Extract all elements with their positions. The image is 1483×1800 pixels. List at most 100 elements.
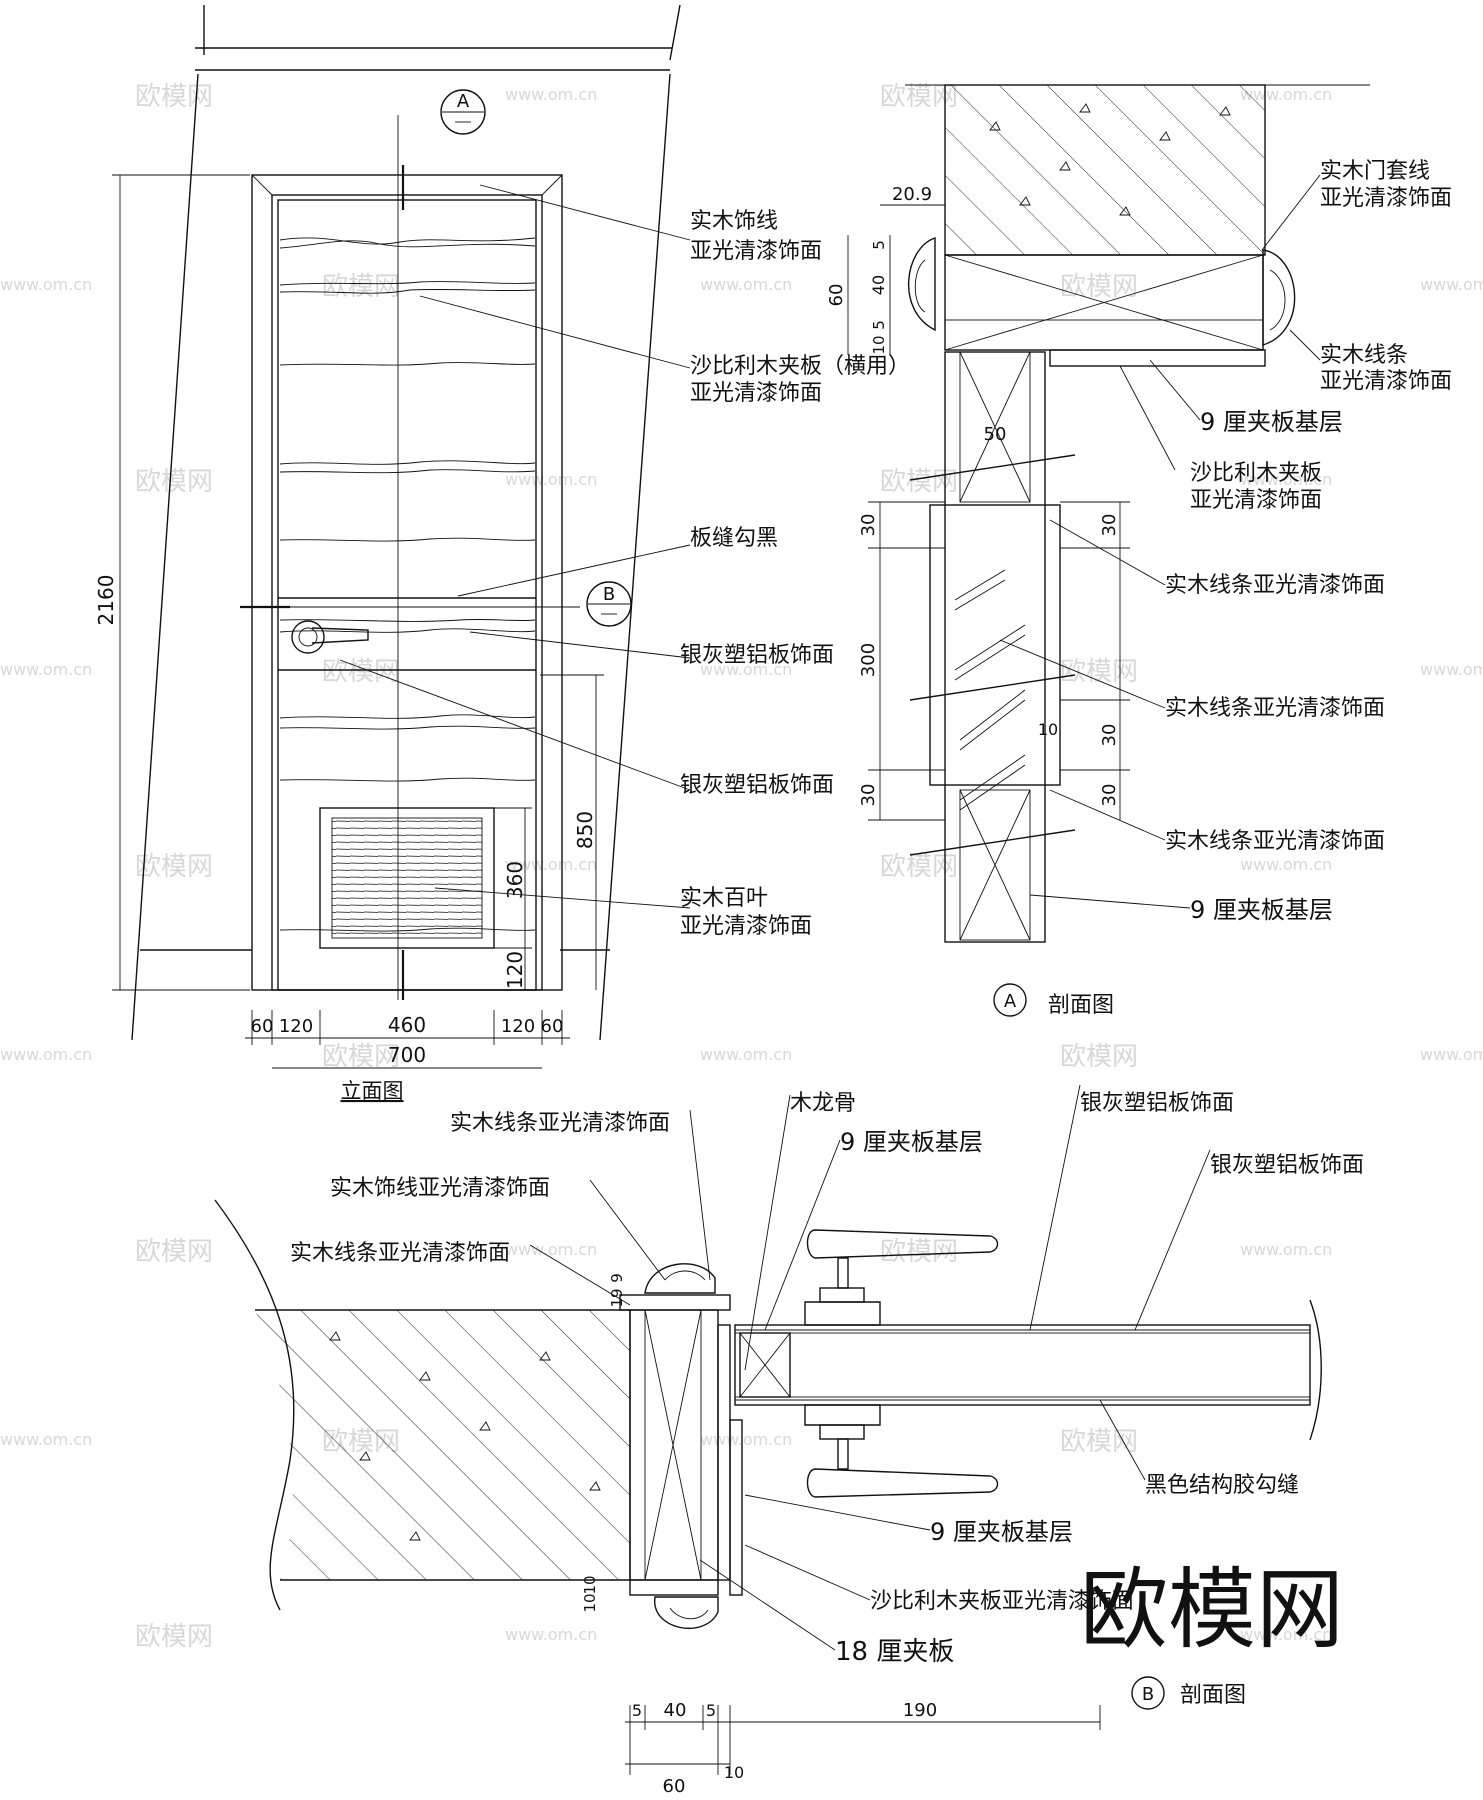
break-line (909, 454, 1076, 481)
section-a-title-text: 剖面图 (1048, 993, 1114, 1018)
dim-b-190: 190 (903, 1700, 937, 1721)
dim-a-right-10: 10 (1038, 720, 1058, 739)
leader-line (419, 295, 691, 369)
lever-handle-icon (804, 1229, 999, 1326)
leader-line (469, 631, 691, 659)
watermark-text: 欧模网 (1060, 272, 1138, 302)
label-aluminium-panel: 银灰塑铝板饰面 (1080, 1091, 1234, 1116)
section-b-bubble (1131, 1676, 1165, 1710)
label-9mm-ply: 9 厘夹板基层 (930, 1518, 1073, 1546)
leader-line (479, 184, 691, 241)
break-line (909, 674, 1076, 701)
watermark-url: www.om.cn (505, 1625, 597, 1644)
label-matte-varnish: 亚光清漆饰面 (1190, 488, 1322, 513)
leader-line (1149, 359, 1201, 421)
watermark-text: 欧模网 (322, 657, 400, 687)
watermark-text: 欧模网 (880, 852, 958, 882)
leader-line (999, 639, 1166, 709)
label-sapele-plywood: 沙比利木夹板（横用） (690, 354, 910, 379)
leader-line (1029, 1084, 1081, 1331)
dim-right-stile: 120 (501, 1016, 535, 1037)
section-b-title-letter: B (1142, 1684, 1154, 1705)
watermark-text: 欧模网 (135, 1237, 213, 1267)
watermark-large: 欧模网 (1080, 1558, 1344, 1661)
leader-line (1119, 365, 1176, 471)
section-b-title-text: 剖面图 (1180, 1683, 1246, 1708)
dim-a-right-30b: 30 (1099, 724, 1120, 747)
dim-a-40: 40 (869, 275, 888, 295)
wood-grain (914, 259, 926, 313)
door-leaf (734, 1324, 1311, 1406)
dim-a-left-30: 30 (858, 514, 879, 537)
trim-molding-top (644, 1263, 716, 1294)
louver-slat (954, 579, 1026, 811)
watermark-url: www.om.cn (1420, 660, 1483, 679)
door-elevation: A B 2160 850 360 120 60 120 460 (94, 4, 910, 1103)
leader-line (1261, 174, 1321, 251)
label-matte-varnish: 亚光清漆饰面 (1320, 369, 1452, 394)
dim-a-5: 5 (870, 240, 888, 250)
dim-b-10a: 10 (581, 1593, 599, 1612)
watermark-text: 欧模网 (322, 272, 400, 302)
wood-grain (279, 537, 536, 542)
dim-right-trim: 60 (541, 1016, 564, 1037)
watermark-url: www.om.cn (700, 275, 792, 294)
dim-vent-offset: 850 (573, 811, 597, 849)
dim-b-5a: 5 (632, 1701, 642, 1720)
leader-line (699, 1559, 836, 1651)
stile-core (959, 789, 1031, 941)
trim-molding-right (1262, 249, 1296, 346)
dim-b-9: 9 (608, 1273, 626, 1283)
wood-grain (279, 460, 536, 465)
watermark-layer: 欧模网 www.om.cn 欧模网 www.om.cn www.om.cn 欧模… (0, 82, 1483, 1652)
watermark-url: www.om.cn (0, 1045, 92, 1064)
stile-core (959, 351, 1031, 503)
watermark-text: 欧模网 (880, 1237, 958, 1267)
stile-cross (959, 351, 1031, 503)
leader-line (744, 1544, 871, 1601)
leader-line (1049, 789, 1166, 841)
jamb-liner (944, 319, 1264, 351)
leader-line (589, 1179, 666, 1281)
label-aluminium-panel: 银灰塑铝板饰面 (1210, 1153, 1364, 1178)
leader-line (689, 1109, 711, 1281)
break-line (909, 829, 1076, 856)
ply-layer (717, 1324, 731, 1581)
watermark-url: www.om.cn (1240, 470, 1332, 489)
watermark-url: www.om.cn (700, 1045, 792, 1064)
watermark-text: 欧模网 (135, 1622, 213, 1652)
dim-b-40: 40 (664, 1700, 687, 1721)
stile-cross (739, 1332, 791, 1398)
section-b-letter: B (603, 584, 615, 605)
label-aluminium-panel: 银灰塑铝板饰面 (680, 643, 834, 668)
leader-line (1099, 1399, 1146, 1481)
dim-b-19: 19 (608, 1288, 626, 1307)
jamb-cross (944, 254, 1264, 351)
wood-grain (279, 469, 536, 474)
section-a-letter: A (457, 91, 470, 112)
dim-a-50: 50 (984, 424, 1007, 445)
dim-left-trim: 60 (251, 1016, 274, 1037)
watermark-text: 欧模网 (880, 467, 958, 497)
door-handle-icon (291, 620, 369, 654)
leader-line (339, 659, 691, 791)
dim-a-5b: 5 (870, 320, 888, 330)
dim-a-60: 60 (826, 284, 847, 307)
leader-line (744, 1094, 791, 1371)
label-aluminium-panel: 银灰塑铝板饰面 (680, 773, 834, 798)
watermark-url: www.om.cn (1240, 1625, 1332, 1644)
wall-hatch (255, 1310, 630, 1580)
leader-line (744, 1494, 931, 1531)
jamb-cap (629, 1579, 719, 1596)
aggregate-marks (989, 103, 1231, 216)
dim-a-10: 10 (870, 335, 888, 354)
leader-line (1289, 329, 1321, 361)
dim-vent-height: 360 (503, 861, 527, 899)
frame-miter (541, 174, 563, 196)
elevation-title: 立面图 (341, 1079, 404, 1103)
wood-grain (279, 288, 536, 294)
watermark-url: www.om.cn (0, 660, 92, 679)
watermark-url: www.om.cn (505, 470, 597, 489)
wood-grain (669, 1607, 709, 1620)
label-door-casing: 实木门套线 (1320, 159, 1430, 184)
